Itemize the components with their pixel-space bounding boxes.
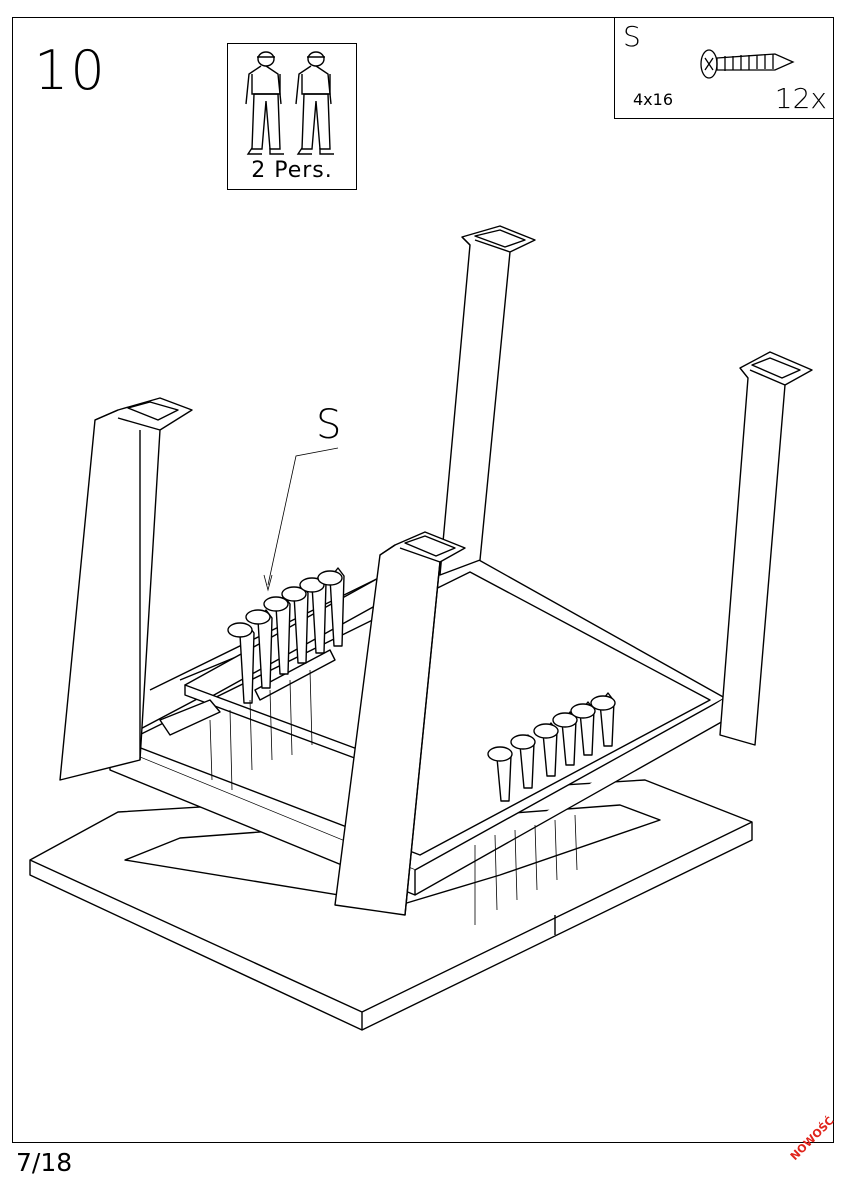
screws-left-group — [227, 567, 345, 704]
leg-back-left — [59, 397, 193, 781]
part-code: S — [623, 20, 641, 53]
part-quantity: 12x — [774, 82, 827, 115]
page-number: 7/18 — [16, 1148, 73, 1177]
page-frame — [12, 17, 834, 1143]
persons-label: 2 Pers. — [251, 158, 333, 183]
callout-leader — [267, 447, 339, 586]
callout-label-s: S — [316, 402, 342, 448]
screws-right-group — [487, 692, 616, 802]
part-size: 4x16 — [633, 90, 674, 109]
screw-icon — [700, 49, 795, 79]
two-persons-box: 2 Pers. — [227, 43, 357, 190]
step-number: 10 — [34, 39, 107, 102]
leg-back-right — [439, 225, 536, 576]
two-persons-icon — [245, 51, 334, 155]
leg-front-right — [719, 351, 813, 746]
parts-box: S 4x16 12x — [614, 17, 834, 119]
